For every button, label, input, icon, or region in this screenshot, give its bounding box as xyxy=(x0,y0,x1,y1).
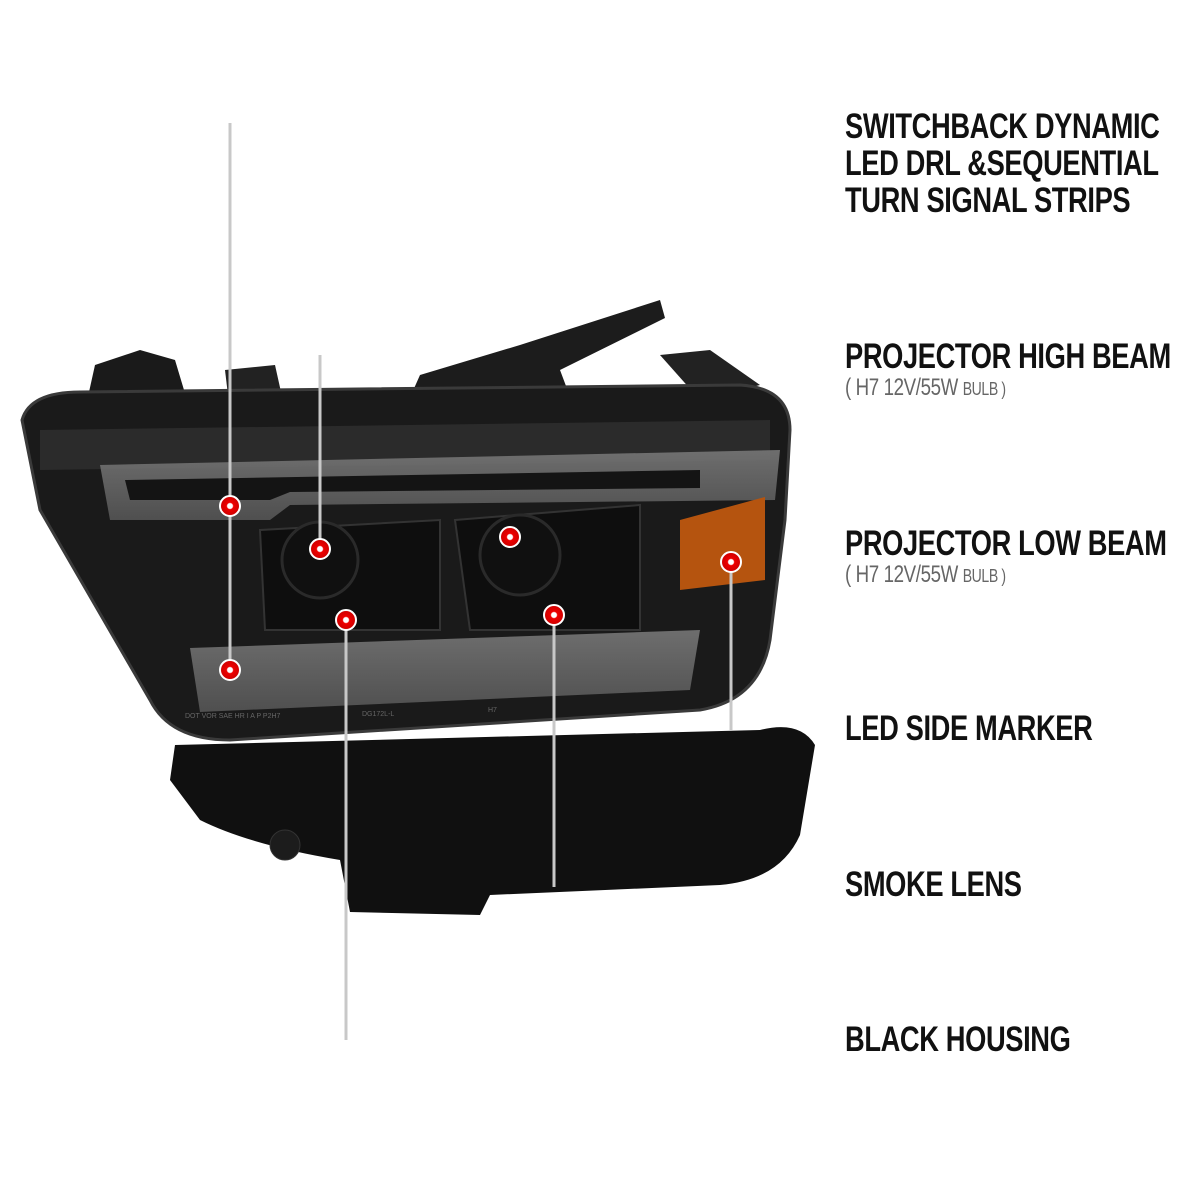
spec-text: ( H7 12V/55W xyxy=(845,374,958,401)
callout-black-housing: BLACK HOUSING xyxy=(845,1020,1071,1059)
lens-marking-part: DG172L-L xyxy=(362,711,394,718)
dot-icon xyxy=(720,551,742,573)
callout-side-marker: LED SIDE MARKER xyxy=(845,709,1093,748)
callout-smoke-lens: SMOKE LENS xyxy=(845,865,1022,904)
leader-lines xyxy=(228,121,832,1042)
dot-icon xyxy=(219,659,241,681)
lens-marking-dot: DOT VOR SAE HR I A P P2H7 xyxy=(185,713,281,720)
dot-icon xyxy=(219,495,241,517)
callout-high-beam-spec: ( H7 12V/55W BULB ) xyxy=(845,375,1171,402)
dot-icon xyxy=(335,609,357,631)
callout-dots xyxy=(219,495,742,681)
callout-drl: SWITCHBACK DYNAMIC LED DRL &SEQUENTIAL T… xyxy=(845,107,1160,220)
drl-strip-lower xyxy=(190,630,700,712)
callout-drl-line-3: TURN SIGNAL STRIPS xyxy=(845,181,1131,220)
callout-low-beam-title: PROJECTOR LOW BEAM xyxy=(845,524,1167,563)
black-housing-lower xyxy=(170,727,815,915)
callout-high-beam-title: PROJECTOR HIGH BEAM xyxy=(845,337,1171,376)
callout-low-beam-spec: ( H7 12V/55W BULB ) xyxy=(845,562,1167,589)
lens-marking-h7: H7 xyxy=(488,707,497,714)
callout-high-beam: PROJECTOR HIGH BEAM ( H7 12V/55W BULB ) xyxy=(845,338,1171,402)
dot-icon xyxy=(309,538,331,560)
callout-low-beam: PROJECTOR LOW BEAM ( H7 12V/55W BULB ) xyxy=(845,525,1167,589)
callout-drl-line-1: SWITCHBACK DYNAMIC xyxy=(845,107,1160,146)
callout-drl-line-2: LED DRL &SEQUENTIAL xyxy=(845,144,1159,183)
dot-icon xyxy=(543,604,565,626)
spec-unit: BULB ) xyxy=(962,379,1006,399)
spec-unit: BULB ) xyxy=(962,566,1006,586)
dot-icon xyxy=(499,526,521,548)
led-side-marker xyxy=(680,497,765,590)
spec-text: ( H7 12V/55W xyxy=(845,561,958,588)
